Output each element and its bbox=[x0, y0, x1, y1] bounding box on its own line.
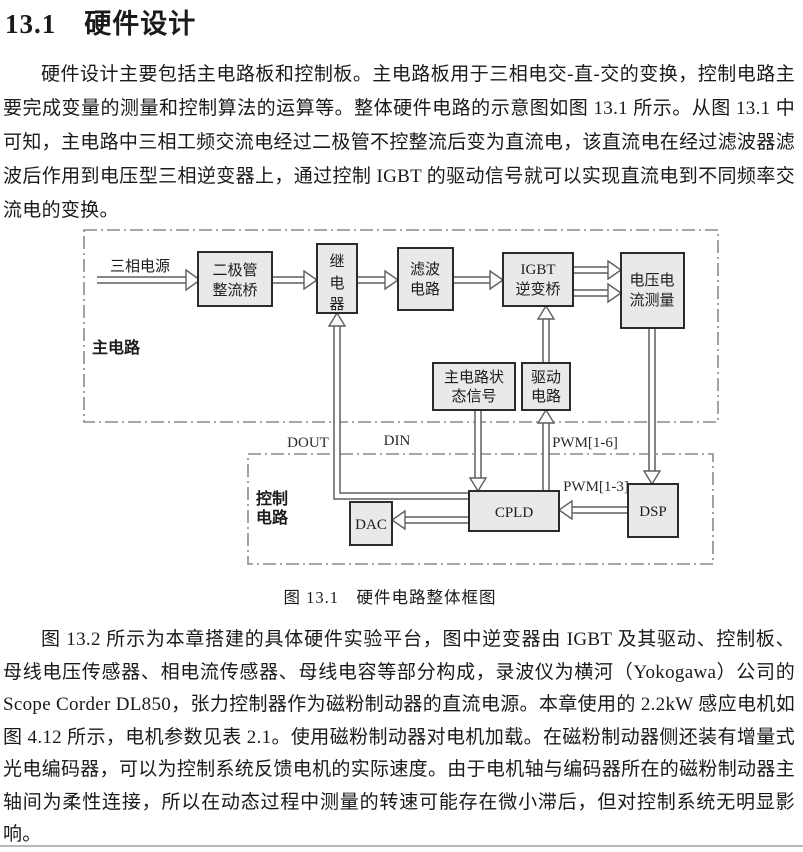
dsp-label: DSP bbox=[639, 504, 667, 520]
paragraph-2: 图 13.2 所示为本章搭建的具体硬件实验平台，图中逆变器由 IGBT 及其驱动… bbox=[3, 629, 795, 845]
status-signal-label-line1: 主电路状 bbox=[444, 369, 504, 386]
main-circuit-status-block bbox=[432, 362, 516, 411]
igbt-inverter-label-line1: IGBT bbox=[521, 262, 556, 278]
cpld-label: CPLD bbox=[495, 505, 534, 521]
rectifier-bridge-label-line2: 整流桥 bbox=[212, 282, 257, 299]
drive-circuit-label-line1: 驱动 bbox=[531, 369, 561, 386]
pwm-1-6-signal-label: PWM[1-6] bbox=[552, 435, 618, 451]
main-circuit-region-box bbox=[83, 229, 719, 423]
dac-label: DAC bbox=[355, 517, 387, 533]
pwm-1-3-signal-label: PWM[1-3] bbox=[563, 479, 629, 495]
filter-circuit-label-line1: 滤波 bbox=[410, 261, 440, 278]
figure-caption: 图 13.1 硬件电路整体框图 bbox=[283, 588, 497, 607]
control-circuit-region-label-line1: 控制 bbox=[256, 489, 288, 508]
relay-label-char1: 继 bbox=[329, 253, 344, 270]
filter-circuit-label-line2: 电路 bbox=[410, 281, 440, 298]
rectifier-bridge-label-line1: 二极管 bbox=[212, 262, 257, 279]
main-circuit-region-label: 主电路 bbox=[92, 338, 141, 357]
control-circuit-region-label-line2: 电路 bbox=[256, 508, 289, 527]
connector-shafts bbox=[97, 266, 656, 524]
relay-block bbox=[316, 243, 358, 314]
voltage-current-measure-block bbox=[620, 252, 685, 329]
relay-label-char2: 电 bbox=[329, 275, 344, 292]
measure-label-line2: 流测量 bbox=[629, 292, 674, 309]
drive-circuit-block bbox=[521, 362, 571, 411]
drive-circuit-label-line2: 电路 bbox=[531, 388, 561, 405]
section-heading: 13.1 硬件设计 bbox=[5, 9, 197, 39]
din-signal-label: DIN bbox=[384, 433, 411, 449]
page-bottom-rule bbox=[0, 845, 803, 847]
igbt-inverter-label-line2: 逆变桥 bbox=[515, 281, 560, 298]
rectifier-bridge-block bbox=[197, 251, 273, 307]
relay-label-char3: 器 bbox=[329, 297, 344, 313]
measure-label-line1: 电压电 bbox=[629, 272, 674, 289]
cpld-block bbox=[468, 490, 560, 532]
dsp-block bbox=[627, 483, 679, 538]
dac-block bbox=[349, 501, 393, 546]
paragraph-1: 硬件设计主要包括主电路板和控制板。主电路板用于三相电交-直-交的变换，控制电路主… bbox=[3, 64, 795, 221]
dout-signal-label: DOUT bbox=[287, 435, 329, 451]
figure-13-1-diagram: 三相电源 主电路 控制 电路 二极管 整流桥 继 电 器 滤波 电路 IGBT … bbox=[83, 229, 719, 565]
three-phase-source-label: 三相电源 bbox=[110, 258, 170, 275]
status-signal-label-line2: 态信号 bbox=[451, 388, 496, 405]
filter-circuit-block bbox=[397, 247, 454, 311]
igbt-inverter-block bbox=[502, 252, 574, 307]
connector-arrowheads bbox=[185, 259, 662, 531]
